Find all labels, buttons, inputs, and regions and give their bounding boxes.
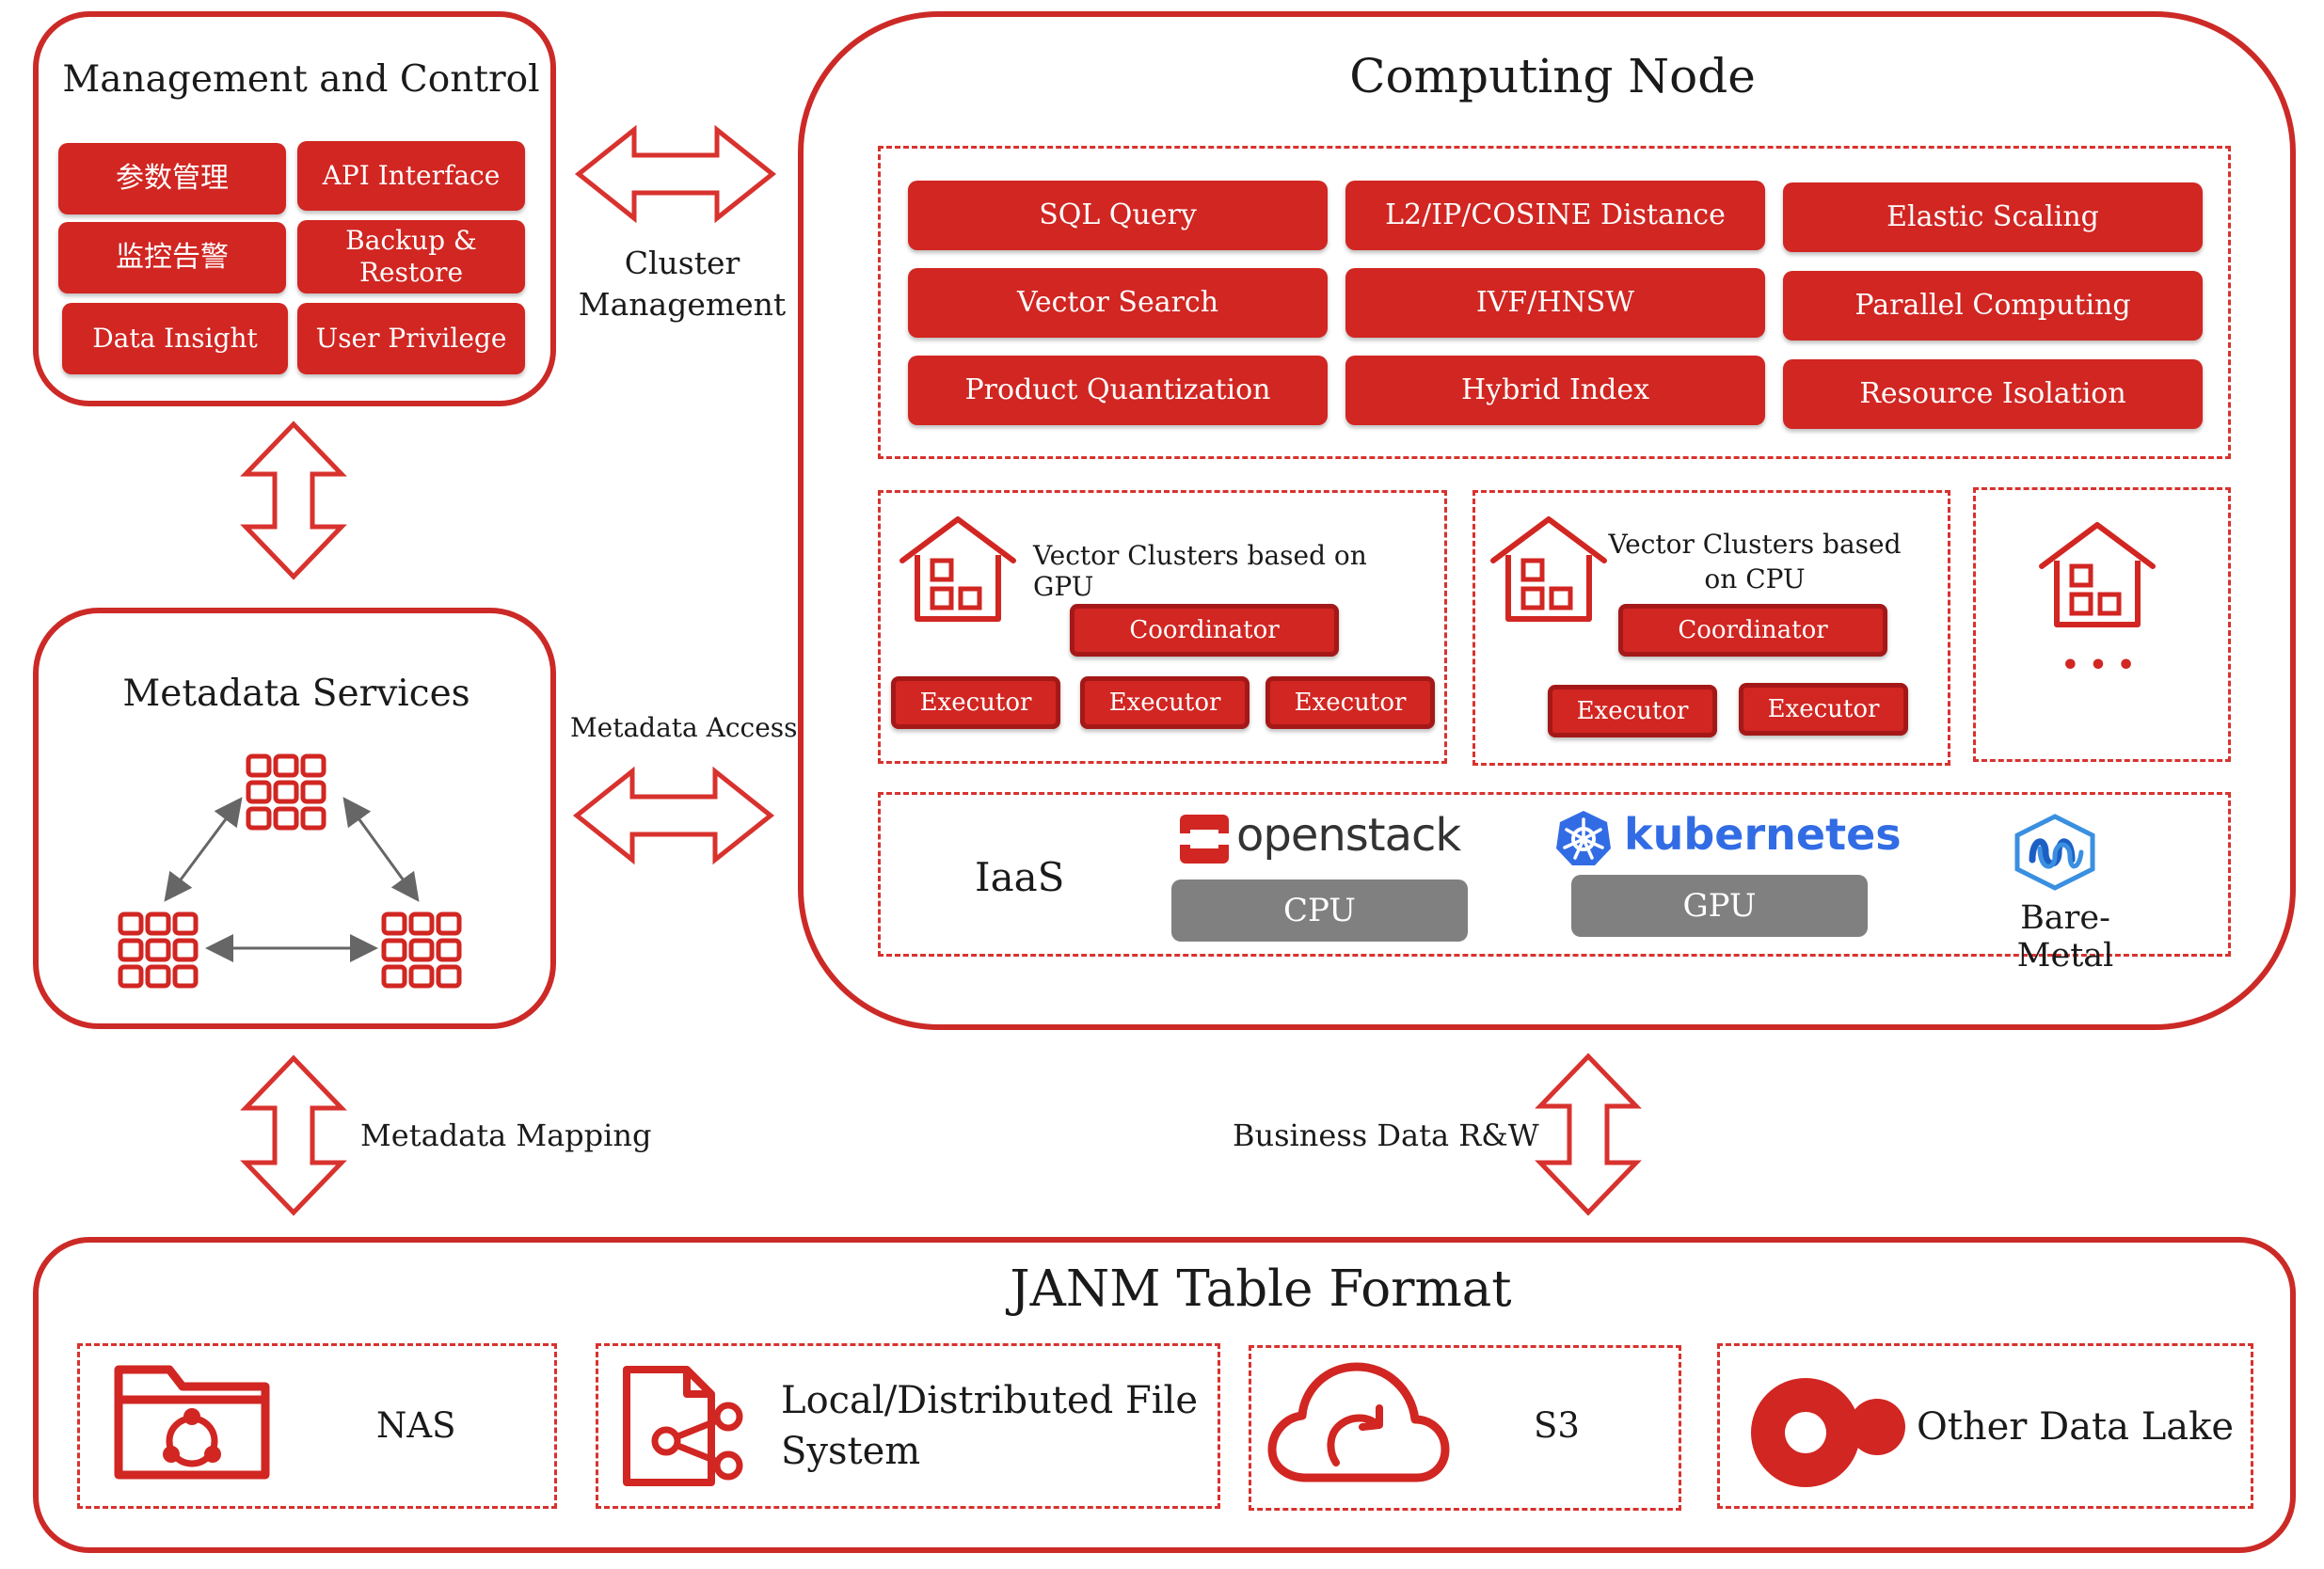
- file-share-icon: [623, 1366, 743, 1486]
- feature-distance[interactable]: L2/IP/COSINE Distance: [1345, 181, 1765, 250]
- storage-panel: [33, 1237, 2296, 1553]
- kubernetes-logo-text: kubernetes: [1624, 809, 1902, 860]
- file-system-box: [596, 1343, 1220, 1509]
- house-icon: [1490, 516, 1607, 622]
- house-icon: [2039, 522, 2156, 627]
- gpu-executor-button-3[interactable]: Executor: [1265, 676, 1435, 729]
- more-clusters-ellipsis: • • •: [2061, 649, 2136, 682]
- metadata-mapping-label: Metadata Mapping: [360, 1117, 652, 1153]
- iaas-box: [878, 792, 2231, 957]
- gpu-resource: GPU: [1571, 875, 1868, 937]
- feature-elastic-scaling[interactable]: Elastic Scaling: [1783, 182, 2203, 252]
- metadata-access-arrow: [572, 766, 775, 865]
- s3-label: S3: [1534, 1405, 1580, 1446]
- cpu-cluster-title: Vector Clusters based on CPU: [1608, 529, 1902, 594]
- data-lake-box: [1717, 1343, 2253, 1509]
- mgmt-backup-button[interactable]: Backup & Restore: [297, 220, 525, 293]
- cpu-executor-button-2[interactable]: Executor: [1739, 683, 1908, 736]
- cluster-management-label: Cluster Management: [578, 245, 787, 323]
- cpu-executor-button-1[interactable]: Executor: [1548, 685, 1717, 737]
- openstack-icon: [1180, 815, 1229, 864]
- s3-box: [1249, 1345, 1681, 1511]
- mgmt-param-button[interactable]: 参数管理: [58, 143, 286, 214]
- data-lake-icon: [1751, 1378, 1905, 1487]
- gpu-executor-button-2[interactable]: Executor: [1080, 676, 1250, 729]
- cpu-resource: CPU: [1171, 880, 1468, 942]
- feature-hybrid-index[interactable]: Hybrid Index: [1345, 356, 1765, 425]
- cluster-management-arrow: [574, 124, 777, 224]
- gpu-executor-button-1[interactable]: Executor: [891, 676, 1060, 729]
- feature-parallel-computing[interactable]: Parallel Computing: [1783, 271, 2203, 341]
- mgmt-api-button[interactable]: API Interface: [297, 141, 525, 211]
- kubernetes-icon: [1556, 811, 1611, 865]
- mgmt-monitor-button[interactable]: 监控告警: [58, 222, 286, 293]
- bare-metal-icon: [2014, 814, 2095, 891]
- computing-node-title: Computing Node: [1349, 49, 1756, 103]
- management-metadata-arrow: [240, 420, 347, 580]
- feature-product-quantization[interactable]: Product Quantization: [908, 356, 1328, 425]
- business-data-arrow: [1535, 1053, 1642, 1216]
- cpu-coordinator-button[interactable]: Coordinator: [1618, 604, 1887, 657]
- nas-label: NAS: [376, 1405, 456, 1446]
- mgmt-privilege-button[interactable]: User Privilege: [297, 303, 525, 374]
- iaas-label: IaaS: [975, 854, 1065, 900]
- house-icon: [899, 516, 1016, 622]
- feature-area: [878, 146, 2231, 459]
- bare-metal-label: Bare-Metal: [2016, 899, 2114, 975]
- metadata-cluster-diagram: [113, 743, 470, 997]
- nas-box: [77, 1343, 557, 1509]
- feature-sql-query[interactable]: SQL Query: [908, 181, 1328, 250]
- feature-resource-isolation[interactable]: Resource Isolation: [1783, 359, 2203, 429]
- data-lake-label: Other Data Lake: [1917, 1405, 2235, 1449]
- more-clusters-box: [1973, 487, 2231, 762]
- cpu-cluster-box: [1472, 490, 1950, 766]
- mgmt-insight-button[interactable]: Data Insight: [62, 303, 288, 374]
- feature-ivf-hnsw[interactable]: IVF/HNSW: [1345, 268, 1765, 338]
- gpu-cluster-title: Vector Clusters based on GPU: [1033, 540, 1367, 602]
- metadata-mapping-arrow: [240, 1054, 347, 1216]
- storage-title: JANM Table Format: [1010, 1260, 1512, 1318]
- feature-vector-search[interactable]: Vector Search: [908, 268, 1328, 338]
- management-title: Management and Control: [62, 58, 540, 101]
- gpu-coordinator-button[interactable]: Coordinator: [1070, 604, 1339, 657]
- cloud-upload-icon: [1267, 1362, 1450, 1482]
- openstack-logo-text: openstack: [1236, 809, 1461, 862]
- metadata-title: Metadata Services: [122, 673, 470, 715]
- nas-folder-icon: [114, 1365, 270, 1480]
- file-system-label: Local/Distributed File System: [781, 1379, 1198, 1473]
- metadata-access-label: Metadata Access: [570, 712, 798, 743]
- gpu-cluster-box: [878, 490, 1447, 764]
- business-data-label: Business Data R&W: [1233, 1117, 1539, 1153]
